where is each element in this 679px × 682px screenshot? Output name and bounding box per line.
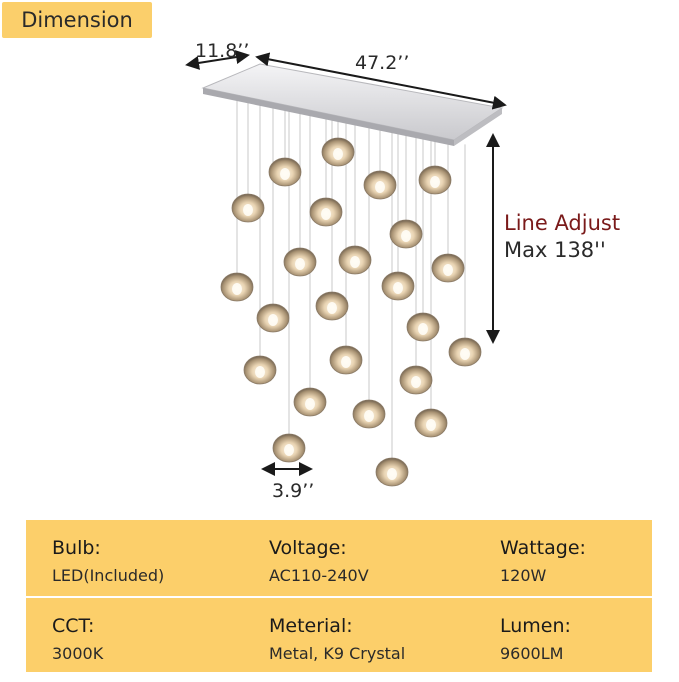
width-arrow-icon <box>255 52 507 110</box>
depth-arrow-icon <box>185 50 250 70</box>
spec-value: Metal, K9 Crystal <box>269 644 406 663</box>
pendant-globe <box>268 157 302 187</box>
pendant-globe <box>414 408 448 438</box>
pendant-globe <box>220 272 254 302</box>
depth-label: 11.8’’ <box>195 40 250 62</box>
pendant-globe <box>243 355 277 385</box>
pendant-globe <box>309 197 343 227</box>
spec-label: Lumen: <box>500 615 571 637</box>
pendant-globe <box>375 457 409 487</box>
spec-lumen: Lumen: 9600LM <box>500 614 571 665</box>
pendant-globe <box>338 245 372 275</box>
line-adjust-title: Line Adjust <box>504 211 621 235</box>
spec-label: Wattage: <box>500 537 586 559</box>
spec-label: Meterial: <box>269 615 353 637</box>
spec-wattage: Wattage: 120W <box>500 536 586 587</box>
pendant-globe <box>256 303 290 333</box>
spec-bulb: Bulb: LED(Included) <box>52 536 164 587</box>
pendant-globe <box>321 137 355 167</box>
dimension-tag-label: Dimension <box>21 8 133 32</box>
spec-value: 3000K <box>52 644 104 663</box>
spec-label: Bulb: <box>52 537 101 559</box>
pendant-globe <box>431 253 465 283</box>
spec-label: Voltage: <box>269 537 347 559</box>
spec-cct: CCT: 3000K <box>52 614 103 665</box>
pendant-globe <box>315 291 349 321</box>
width-label: 47.2’’ <box>355 52 410 74</box>
pendant-globe <box>329 345 363 375</box>
pendant-globe <box>448 337 482 367</box>
pendant-globe <box>406 312 440 342</box>
pendant-globe <box>363 170 397 200</box>
pendant-globe <box>399 365 433 395</box>
chandelier-image <box>185 50 507 487</box>
spec-divider <box>26 596 652 598</box>
pendant-globe <box>389 219 423 249</box>
spec-value: 9600LM <box>500 644 564 663</box>
pendant-globe <box>272 433 306 463</box>
spec-value: AC110-240V <box>269 566 369 585</box>
dimension-tag: Dimension <box>2 2 152 38</box>
line-adjust-max: Max 138'' <box>504 238 606 262</box>
pendant-globe <box>293 387 327 417</box>
spec-voltage: Voltage: AC110-240V <box>269 536 369 587</box>
spec-value: 120W <box>500 566 547 585</box>
line-adjust-note: Line Adjust Max 138'' <box>504 210 620 264</box>
pendant-globe <box>381 271 415 301</box>
spec-material: Meterial: Metal, K9 Crystal <box>269 614 405 665</box>
pendant-globe <box>283 247 317 277</box>
drop-width-label: 3.9’’ <box>272 480 315 502</box>
spec-value: LED(Included) <box>52 566 165 585</box>
spec-panel: Bulb: LED(Included) Voltage: AC110-240V … <box>26 520 652 672</box>
spec-label: CCT: <box>52 615 95 637</box>
pendant-globe <box>231 193 265 223</box>
pendant-globe <box>352 399 386 429</box>
pendant-globe <box>418 165 452 195</box>
